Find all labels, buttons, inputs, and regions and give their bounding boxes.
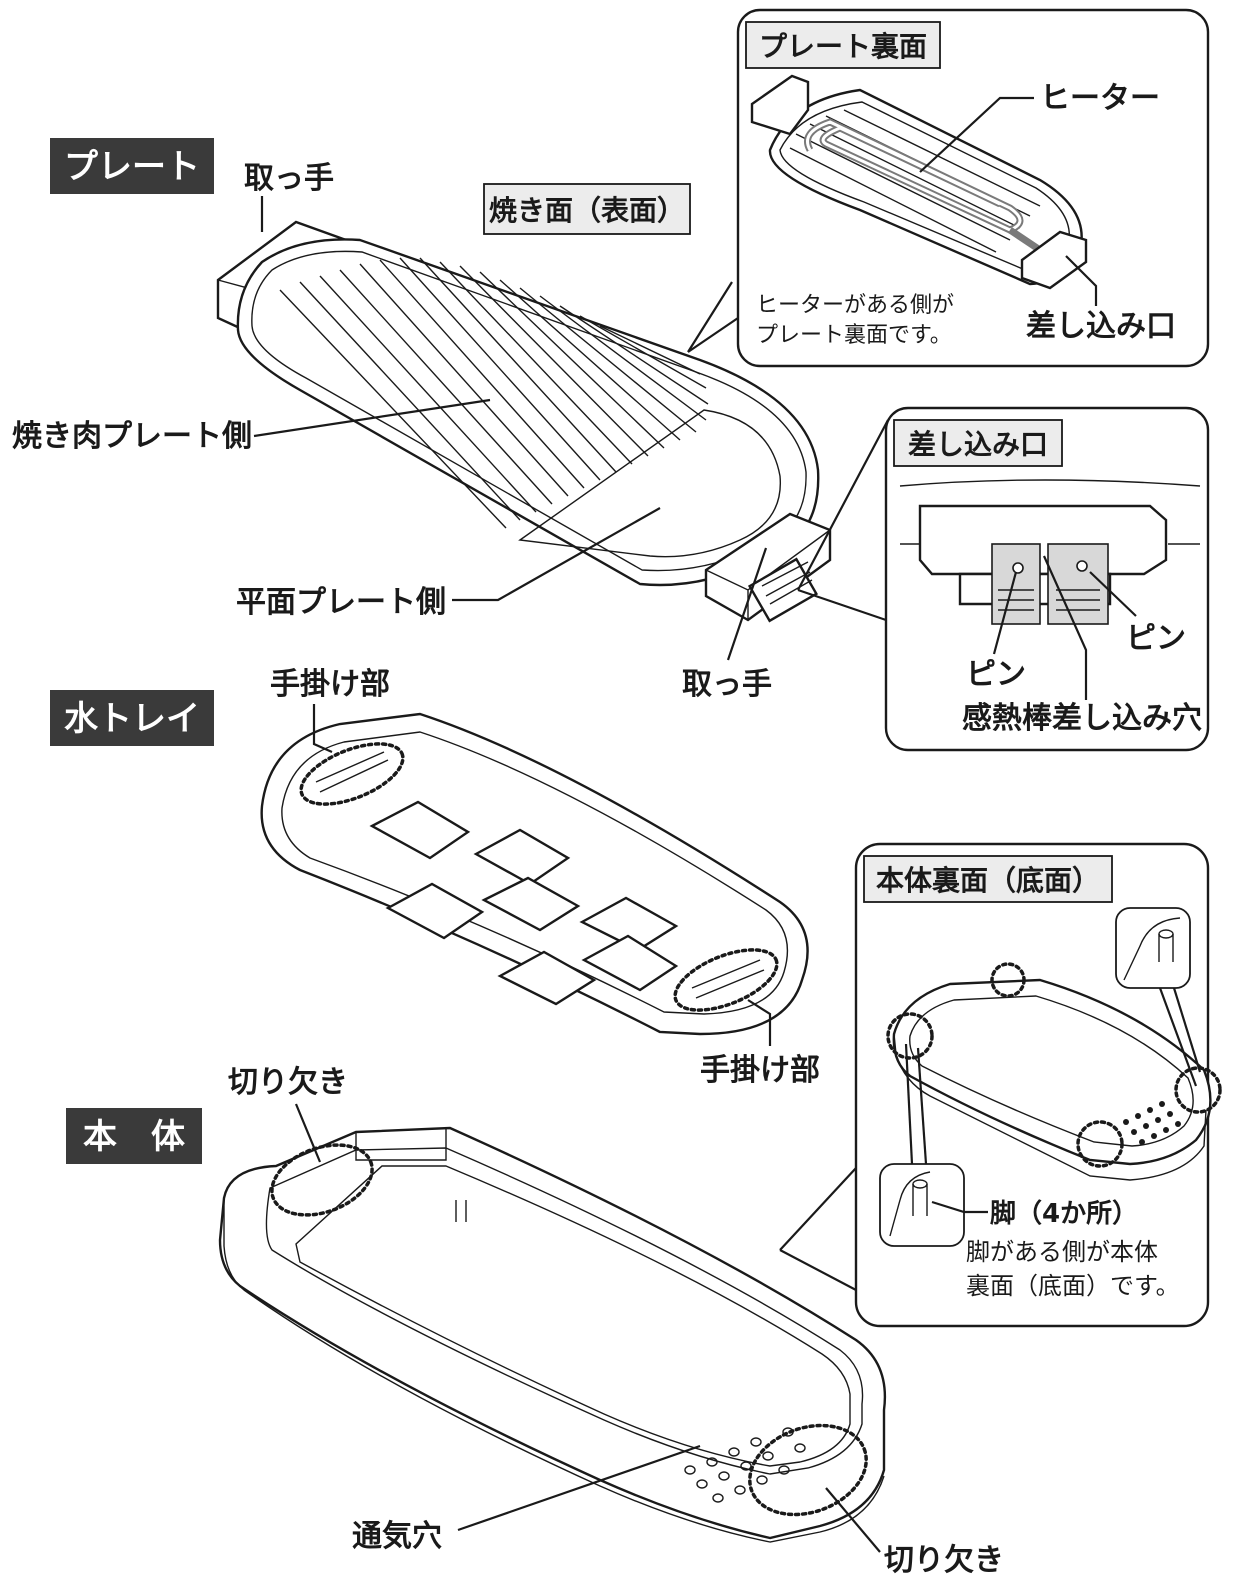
inset-plate-back-pointer-a xyxy=(687,281,733,353)
body-back-vents xyxy=(1123,1101,1181,1145)
inset-inlet-pointer-a xyxy=(797,588,887,622)
label-vent: 通気穴 xyxy=(352,1519,442,1554)
inset-body-back-title: 本体裏面（底面） xyxy=(876,864,1100,897)
body-illustration xyxy=(218,1126,886,1543)
grip-highlight-top xyxy=(299,742,405,806)
leader-leg-zoom-top xyxy=(1158,987,1198,1087)
inlet-pin-right xyxy=(1076,560,1088,572)
grip-highlight-bottom xyxy=(673,948,779,1012)
section-tag-body: 本 体 xyxy=(66,1108,202,1164)
label-grip-top: 手掛け部 xyxy=(270,667,390,702)
leader-legs xyxy=(931,1200,988,1214)
inlet-pin-left xyxy=(1012,562,1024,574)
leader-flat-side xyxy=(452,507,661,602)
notch-highlight-bottom xyxy=(748,1423,868,1517)
inset-plate-back-pointer-b xyxy=(687,317,739,353)
section-tag-water-tray: 水トレイ xyxy=(50,690,214,746)
label-grill-surface: 焼き面（表面） xyxy=(489,194,685,227)
note-body-back-line1: 脚がある側が本体 xyxy=(966,1238,1158,1266)
leader-heater xyxy=(919,96,1034,173)
label-sensor-hole: 感熱棒差し込み穴 xyxy=(962,701,1202,736)
body-inner-rim xyxy=(295,1165,851,1467)
label-notch-top: 切り欠き xyxy=(228,1065,348,1100)
note-plate-back-line2: プレート裏面です。 xyxy=(756,323,952,348)
notch-highlight-top xyxy=(270,1143,374,1217)
label-inlet-back: 差し込み口 xyxy=(1026,309,1176,344)
leg-highlight-2 xyxy=(886,1012,934,1060)
note-body-back-line2: 裏面（底面）です。 xyxy=(966,1272,1180,1300)
inlet-socket-left xyxy=(991,543,1041,625)
grill-ridges xyxy=(279,257,709,529)
leg-zoom-top xyxy=(1115,907,1191,989)
leader-notch-top xyxy=(294,1103,322,1163)
label-grip-bottom: 手掛け部 xyxy=(700,1053,820,1088)
section-tag-plate: プレート xyxy=(50,138,214,194)
plate-back-handle-right xyxy=(1020,230,1088,290)
inset-inlet-pointer-b xyxy=(797,419,889,591)
inlet-housing xyxy=(918,504,1168,576)
leader-grip-top xyxy=(312,704,333,754)
leader-sensor-hole xyxy=(1042,555,1088,700)
leg-zoom-bottom xyxy=(879,1163,965,1247)
label-notch-bottom: 切り欠き xyxy=(884,1543,1004,1578)
leader-inlet-back xyxy=(1065,255,1098,306)
plate-back-handle-left xyxy=(750,74,810,136)
plate-body xyxy=(236,238,820,587)
inset-plate-back-title: プレート裏面 xyxy=(759,30,927,63)
leader-grip-bottom xyxy=(747,999,772,1046)
leader-leg-zoom-bottom xyxy=(904,1043,914,1165)
label-pin-left: ピン xyxy=(966,657,1026,692)
leader-vent xyxy=(457,1444,701,1532)
plate-illustration xyxy=(216,220,832,623)
plate-handle-right xyxy=(704,512,832,622)
label-flat-side: 平面プレート側 xyxy=(236,585,446,620)
note-plate-back-line1: ヒーターがある側が xyxy=(756,293,954,318)
label-legs: 脚（4か所） xyxy=(990,1199,1138,1229)
label-heater: ヒーター xyxy=(1040,81,1160,116)
inset-body-back-pointer-b xyxy=(779,1249,857,1291)
leg-highlight-4 xyxy=(1076,1120,1124,1168)
label-grill-surface-box: 焼き面（表面） xyxy=(483,183,691,235)
water-tray-illustration xyxy=(260,712,809,1036)
leg-highlight-1 xyxy=(990,962,1026,998)
grip-slot-bottom xyxy=(691,959,765,999)
inset-body-back-pointer-a xyxy=(779,1167,857,1251)
label-yakiniku-side: 焼き肉プレート側 xyxy=(12,419,252,454)
leg-highlight-3 xyxy=(1174,1066,1222,1114)
leader-pin-left xyxy=(992,571,1018,655)
leader-handle-bottom xyxy=(726,547,768,661)
section-tag-water-tray-label: 水トレイ xyxy=(64,699,200,739)
label-handle-bottom: 取っ手 xyxy=(682,667,772,702)
inlet-plate-edge xyxy=(899,479,1201,487)
inset-body-back: 本体裏面（底面） xyxy=(779,842,1222,1328)
leader-notch-bottom xyxy=(825,1487,881,1553)
body-outer xyxy=(218,1126,886,1540)
leader-pin-right xyxy=(1089,571,1137,617)
flat-plate-area xyxy=(518,409,782,558)
grip-slot-top xyxy=(315,751,389,793)
water-tray-recesses xyxy=(369,800,679,1006)
body-back-outer xyxy=(892,978,1212,1166)
body-vent-holes xyxy=(684,1427,806,1503)
label-pin-right: ピン xyxy=(1126,621,1186,656)
inset-plate-back: プレート裏面 xyxy=(687,8,1210,368)
section-tag-body-label: 本 体 xyxy=(83,1117,185,1157)
inset-inlet-title: 差し込み口 xyxy=(908,428,1048,461)
inset-inlet: 差し込み口 xyxy=(797,406,1210,752)
label-handle-top: 取っ手 xyxy=(244,161,334,196)
leader-yakiniku-side xyxy=(253,398,491,438)
section-tag-plate-label: プレート xyxy=(64,147,200,187)
